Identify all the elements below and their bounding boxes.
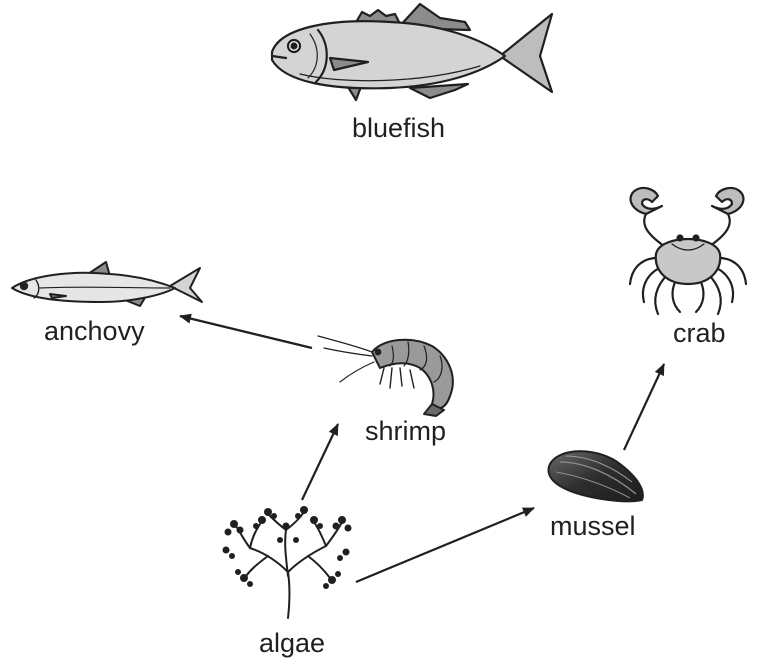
algae-illustration — [236, 512, 342, 618]
arrow-shrimp-to-anchovy — [180, 316, 312, 348]
label-crab: crab — [673, 320, 726, 347]
label-mussel: mussel — [550, 513, 636, 540]
anchovy-illustration — [12, 262, 202, 306]
label-shrimp: shrimp — [365, 418, 446, 445]
arrow-algae-to-shrimp — [302, 424, 338, 500]
label-algae: algae — [259, 630, 325, 657]
label-anchovy: anchovy — [44, 318, 145, 345]
bluefish-illustration — [272, 4, 552, 100]
crab-illustration — [630, 188, 746, 314]
label-bluefish: bluefish — [352, 115, 445, 142]
algae-fronds — [223, 506, 352, 589]
mussel-illustration — [548, 451, 642, 501]
shrimp-illustration — [318, 336, 453, 416]
arrow-mussel-to-crab — [624, 364, 664, 450]
arrow-algae-to-mussel — [356, 508, 534, 582]
